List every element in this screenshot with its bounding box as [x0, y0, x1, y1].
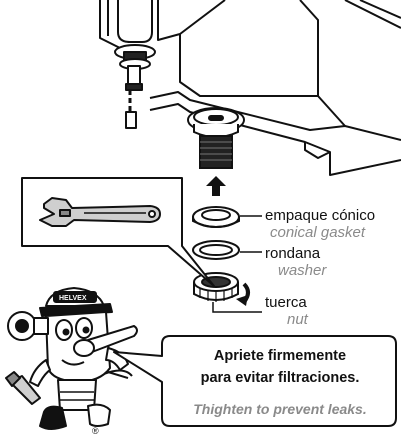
washer-label-es: rondana: [265, 245, 321, 262]
rotation-arrow-head-icon: [236, 295, 248, 306]
callout-bubble: Apriete firmemente para evitar filtracio…: [113, 335, 397, 427]
drain-assembly: [187, 107, 245, 169]
callout-line2: para evitar filtraciones.: [201, 370, 360, 386]
gasket-label-en: conical gasket: [270, 224, 366, 241]
nut-label-es: tuerca: [265, 294, 307, 311]
nut-leader-line: [212, 302, 262, 313]
nut-part: [193, 272, 239, 302]
washer-part: [192, 240, 240, 260]
mascot-cap-text: HELVEX: [59, 295, 87, 302]
gasket-label-es: empaque cónico: [265, 207, 375, 224]
mascot-character: HELVEX: [5, 287, 138, 430]
faucet-body: [114, 0, 156, 129]
trademark-symbol: ®: [92, 426, 99, 436]
up-arrow-icon: [206, 176, 226, 196]
conical-gasket-part: [192, 206, 240, 228]
nut-label-en: nut: [287, 311, 309, 328]
sink-basin: [99, 0, 401, 176]
callout-line1: Apriete firmemente: [214, 348, 346, 364]
washer-label-en: washer: [278, 262, 327, 279]
callout-line3: Thighten to prevent leaks.: [193, 401, 366, 417]
adjustable-wrench-icon: [39, 197, 161, 227]
wrench-inset: [21, 177, 215, 287]
